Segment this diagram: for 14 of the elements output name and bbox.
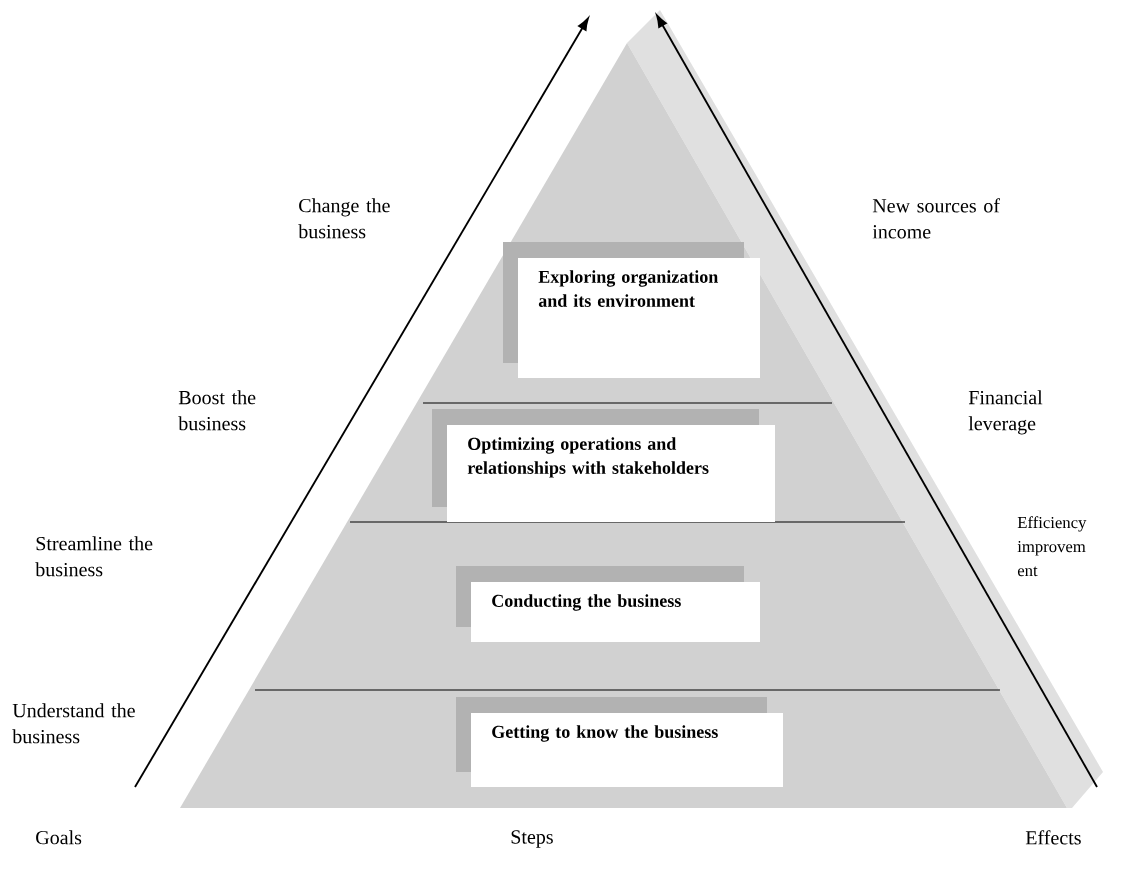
text-box: Getting to know the business [456, 697, 783, 787]
text-box: Conducting the business [456, 566, 760, 642]
text-box: Optimizing operations and relationships with stakeholders [432, 409, 775, 522]
label: Steps [511, 830, 553, 848]
label: Change the business [298, 198, 390, 239]
text-box: Exploring organization and its environment [503, 242, 760, 378]
label: Streamline the business [35, 536, 153, 577]
label: Financial leverage [968, 390, 1043, 435]
label: Effects [1025, 830, 1081, 845]
label: Goals [36, 830, 82, 845]
label: Efficiency improvem ent [1017, 516, 1087, 577]
label: Boost the business [178, 390, 256, 431]
label: Understand the business [12, 703, 135, 744]
label: New sources of income [872, 198, 1000, 239]
